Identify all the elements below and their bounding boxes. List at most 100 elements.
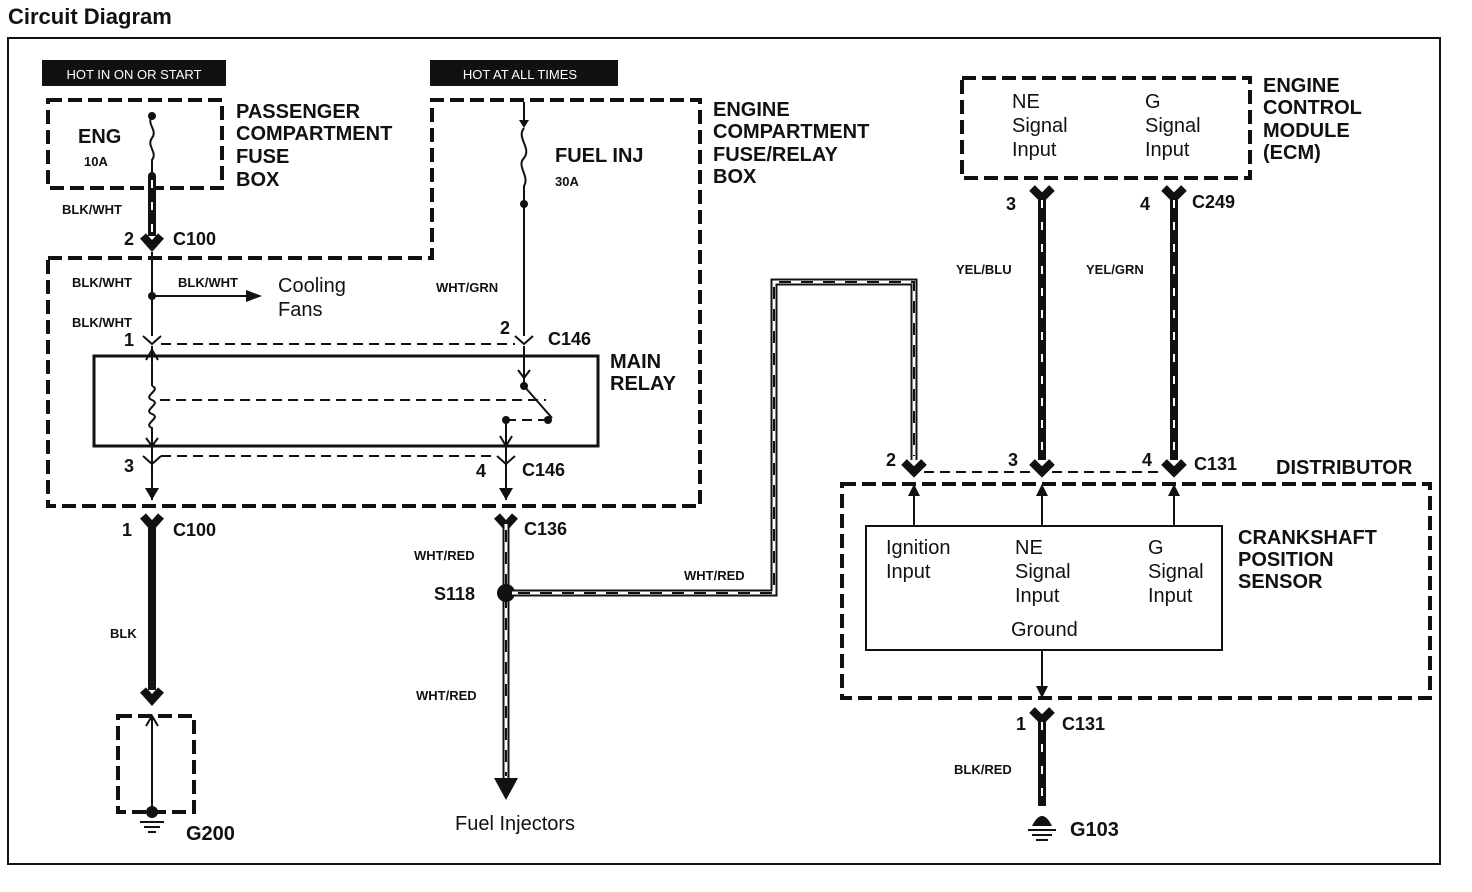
- cooling-fans-arrow-icon: [246, 290, 262, 302]
- svg-text:Input: Input: [1148, 585, 1193, 607]
- c146-pin-1: 1: [124, 330, 134, 350]
- c131-bottom-label: C131: [1062, 714, 1105, 734]
- ckp-sensor-label: CRANKSHAFT POSITION SENSOR: [1238, 527, 1377, 593]
- c146-pin-4: 4: [476, 461, 486, 481]
- relay-switch-icon: [499, 346, 553, 448]
- wire-label-wht-grn: WHT/GRN: [436, 280, 498, 295]
- banner-hot-all-times-text: HOT AT ALL TIMES: [463, 67, 577, 82]
- ecm-ne-signal-label: NE Signal Input: [1012, 91, 1068, 161]
- banner-hot-on-start-text: HOT IN ON OR START: [66, 67, 201, 82]
- c131-pin4-icon: [1161, 459, 1187, 478]
- svg-text:Signal: Signal: [1012, 115, 1068, 137]
- svg-text:Signal: Signal: [1015, 561, 1071, 583]
- ckp-g-label: G Signal Input: [1148, 537, 1204, 607]
- engine-fuse-relay-box-label: ENGINE COMPARTMENT FUSE/RELAY BOX: [713, 99, 869, 188]
- g200-label: G200: [186, 823, 235, 845]
- wire-label-blk-red: BLK/RED: [954, 762, 1012, 777]
- fuel-inj-fuse-label: FUEL INJ: [555, 145, 644, 167]
- svg-text:SENSOR: SENSOR: [1238, 571, 1323, 593]
- c100-arrow-icon: [145, 488, 159, 500]
- distributor-box: [840, 482, 1432, 700]
- svg-text:Ignition: Ignition: [886, 537, 951, 559]
- svg-text:Input: Input: [1015, 585, 1060, 607]
- wire-label-yel-grn: YEL/GRN: [1086, 262, 1144, 277]
- c131-pin-2: 2: [886, 450, 896, 470]
- svg-text:PASSENGER: PASSENGER: [236, 101, 361, 123]
- main-relay-box: [92, 354, 600, 448]
- wire-label-wht-red-1: WHT/RED: [414, 548, 475, 563]
- svg-text:COMPARTMENT: COMPARTMENT: [713, 121, 869, 143]
- c131-pin-1: 1: [1016, 714, 1026, 734]
- wire-label-blk-wht-3: BLK/WHT: [178, 275, 238, 290]
- svg-text:NE: NE: [1012, 91, 1040, 113]
- fuel-inj-fuse-rating: 30A: [555, 174, 579, 189]
- c146-pin1-icon: [142, 335, 162, 346]
- c131-top-label: C131: [1194, 454, 1237, 474]
- svg-text:ENGINE: ENGINE: [1263, 75, 1340, 97]
- svg-text:Input: Input: [1012, 139, 1057, 161]
- c100-bottom-label: C100: [173, 520, 216, 540]
- wire-label-wht-red-2: WHT/RED: [416, 688, 477, 703]
- g200-ground-icon: [140, 714, 164, 833]
- ecm-g-signal-label: G Signal Input: [1145, 91, 1201, 161]
- svg-text:BOX: BOX: [236, 169, 280, 191]
- c136-label: C136: [524, 519, 567, 539]
- svg-text:Signal: Signal: [1145, 115, 1201, 137]
- s118-splice-icon: [497, 584, 515, 602]
- svg-text:MODULE: MODULE: [1263, 120, 1350, 142]
- c100-top-connector-icon: [140, 233, 164, 252]
- svg-text:CONTROL: CONTROL: [1263, 97, 1362, 119]
- wire-label-wht-red-3: WHT/RED: [684, 568, 745, 583]
- ckp-ground-arrow-icon: [1036, 686, 1048, 698]
- banner-hot-all-times: HOT AT ALL TIMES: [430, 60, 618, 86]
- ckp-ignition-label: Ignition Input: [886, 537, 951, 583]
- svg-text:FUSE/RELAY: FUSE/RELAY: [713, 144, 839, 166]
- svg-text:Signal: Signal: [1148, 561, 1204, 583]
- fuel-injectors-label: Fuel Injectors: [455, 813, 575, 835]
- c249-pin-3: 3: [1006, 194, 1016, 214]
- diagram-title: Circuit Diagram: [8, 4, 172, 29]
- c146-pin-2: 2: [500, 318, 510, 338]
- c249-label: C249: [1192, 192, 1235, 212]
- c146-top-label: C146: [548, 329, 591, 349]
- ckp-sensor-box: [865, 525, 1223, 651]
- s118-label: S118: [434, 584, 475, 604]
- cooling-fans-label-1: Cooling: [278, 275, 346, 297]
- relay-coil-icon: [145, 346, 546, 448]
- engine-fuse-relay-box-outline: [46, 98, 702, 508]
- main-relay-label: MAIN RELAY: [610, 351, 677, 395]
- c136-arrow-icon: [499, 488, 513, 500]
- c131-pin2-icon: [901, 459, 927, 478]
- eng-fuse-icon: [148, 112, 156, 180]
- wire-label-blk-wht-1: BLK/WHT: [62, 202, 122, 217]
- ckp-input-arrows: [908, 484, 1180, 526]
- c100-pin-2: 2: [124, 229, 134, 249]
- passenger-fuse-box-label: PASSENGER COMPARTMENT FUSE BOX: [236, 101, 392, 191]
- fuel-injectors-arrow-icon: [494, 778, 518, 800]
- c131-pin-3: 3: [1008, 450, 1018, 470]
- svg-text:RELAY: RELAY: [610, 373, 677, 395]
- wire-label-blk-wht-2: BLK/WHT: [72, 275, 132, 290]
- svg-text:Input: Input: [886, 561, 931, 583]
- svg-text:BOX: BOX: [713, 166, 757, 188]
- c146-pin2-icon: [514, 335, 534, 346]
- svg-text:CRANKSHAFT: CRANKSHAFT: [1238, 527, 1377, 549]
- wire-label-blk-wht-4: BLK/WHT: [72, 315, 132, 330]
- svg-text:COMPARTMENT: COMPARTMENT: [236, 123, 392, 145]
- svg-text:G: G: [1148, 537, 1164, 559]
- g103-label: G103: [1070, 819, 1119, 841]
- cooling-fans-label-2: Fans: [278, 299, 322, 321]
- c100-top-label: C100: [173, 229, 216, 249]
- ecm-box: [960, 76, 1252, 180]
- c131-pin3-icon: [1029, 459, 1055, 478]
- fuel-inj-fuse-icon: [519, 102, 529, 208]
- svg-text:MAIN: MAIN: [610, 351, 661, 373]
- svg-text:FUSE: FUSE: [236, 146, 289, 168]
- svg-text:Input: Input: [1145, 139, 1190, 161]
- c146-pin-3: 3: [124, 456, 134, 476]
- svg-text:NE: NE: [1015, 537, 1043, 559]
- g103-ground-icon: [1028, 816, 1056, 841]
- g200-box: [116, 714, 196, 814]
- eng-fuse-rating: 10A: [84, 154, 108, 169]
